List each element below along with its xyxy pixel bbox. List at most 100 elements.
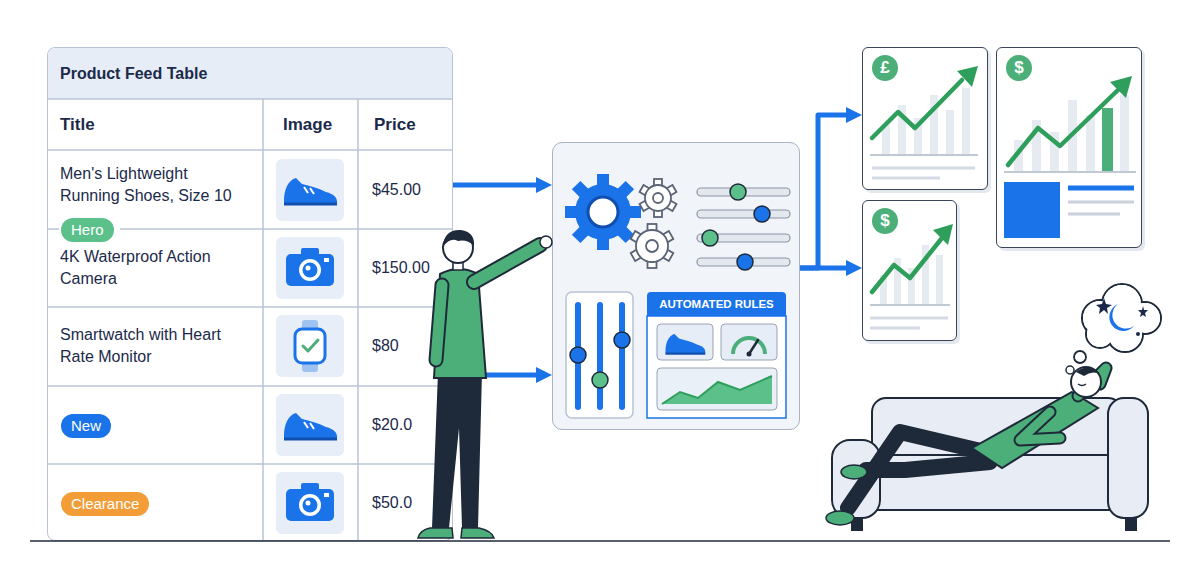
thought-bubble <box>1074 351 1086 363</box>
gear-symbol <box>597 236 609 250</box>
standing-person <box>432 372 482 528</box>
table-cell: Smartwatch with Heart Rate Monitor <box>60 324 255 368</box>
gear-symbol <box>661 231 673 243</box>
thought-bubble <box>1066 284 1161 374</box>
growth-chart <box>1068 201 1134 204</box>
gear-symbol <box>631 231 643 243</box>
tag-badge: New <box>61 414 111 438</box>
table-grid <box>47 149 453 151</box>
gear-symbol <box>631 224 674 268</box>
standing-person <box>443 233 473 263</box>
standing-person <box>474 245 540 282</box>
thought-bubble <box>1083 285 1160 351</box>
rules-box <box>733 338 765 354</box>
table-grid <box>47 463 453 465</box>
growth-chart <box>933 224 953 245</box>
sleeping-person <box>1020 412 1060 440</box>
gear-symbol <box>666 185 677 196</box>
camera-icon <box>299 494 321 516</box>
growth-chart <box>880 275 887 305</box>
gear-symbol <box>597 174 609 188</box>
gear-symbol <box>572 225 590 243</box>
shoe-icon <box>304 422 308 428</box>
growth-chart <box>870 154 978 156</box>
thought-bubble <box>1109 304 1134 331</box>
thought-bubble <box>1108 317 1142 351</box>
sleeping-person <box>1078 368 1106 396</box>
tag-badge: Clearance <box>61 492 149 516</box>
report-card: $ <box>862 200 957 341</box>
column-header: Price <box>374 114 416 136</box>
camera-icon <box>301 483 319 491</box>
sleeping-person <box>1020 412 1060 440</box>
couch <box>850 455 1135 510</box>
growth-chart <box>936 255 943 305</box>
thought-bubble <box>1082 284 1161 352</box>
camera-icon <box>324 258 329 262</box>
growth-chart <box>1068 213 1120 216</box>
shoe-icon <box>276 159 344 221</box>
mixer-control <box>614 332 630 348</box>
thought-bubble <box>1107 316 1143 352</box>
growth-chart <box>1110 76 1132 98</box>
gear-symbol <box>648 224 657 233</box>
growth-chart <box>872 80 962 138</box>
mixer-control <box>566 292 633 418</box>
slider-control <box>697 258 790 266</box>
camera-icon <box>324 493 329 497</box>
currency-symbol: $ <box>1006 55 1032 81</box>
growth-chart <box>872 177 940 180</box>
thought-bubble <box>1138 306 1148 317</box>
table-cell: $45.00 <box>372 179 421 201</box>
connector-group <box>453 115 854 375</box>
slider-control <box>754 206 770 222</box>
standing-person <box>443 230 474 247</box>
gear-symbol <box>616 225 634 243</box>
shoe-icon <box>276 159 344 221</box>
table-grid <box>47 98 453 100</box>
rules-box <box>647 316 786 418</box>
growth-chart <box>1008 90 1118 165</box>
badge-text: Clearance <box>71 492 139 516</box>
table-grid <box>47 99 453 540</box>
rules-box <box>666 334 706 354</box>
thought-bubble <box>1083 301 1117 335</box>
flow-arrow <box>453 373 544 378</box>
growth-chart <box>1068 186 1134 191</box>
badge-text: New <box>71 414 101 438</box>
growth-chart <box>946 110 954 155</box>
growth-chart <box>1050 132 1059 172</box>
watch-icon <box>302 320 318 372</box>
growth-chart <box>870 304 950 306</box>
thought-bubble <box>1129 302 1161 334</box>
camera-icon <box>286 489 334 521</box>
rules-box <box>657 324 713 360</box>
table-cell: 4K Waterproof Action Camera <box>60 246 250 290</box>
rules-box <box>657 368 777 410</box>
sleeping-person <box>826 367 1106 525</box>
slider-control <box>697 210 790 218</box>
gear-symbol <box>575 184 631 240</box>
slider-control <box>697 234 790 242</box>
couch <box>832 398 1148 530</box>
gear-symbol <box>666 200 677 211</box>
thought-bubble <box>1066 366 1074 374</box>
growth-chart <box>1014 140 1023 172</box>
table-grid <box>47 306 453 308</box>
rules-box <box>721 324 777 360</box>
rules-box <box>747 352 752 357</box>
flow-arrow <box>800 115 854 268</box>
growth-chart <box>1102 108 1113 172</box>
gear-symbol <box>640 179 677 217</box>
standing-person <box>540 236 552 248</box>
shoe-icon <box>284 413 337 439</box>
table-cell: $20.0 <box>372 414 412 436</box>
camera-icon <box>306 501 311 506</box>
thought-bubble <box>1130 303 1160 333</box>
thought-bubble <box>1102 284 1142 324</box>
growth-chart <box>882 88 970 155</box>
table-grid <box>47 228 59 230</box>
sleeping-person <box>1076 367 1100 376</box>
growth-chart <box>870 327 920 330</box>
